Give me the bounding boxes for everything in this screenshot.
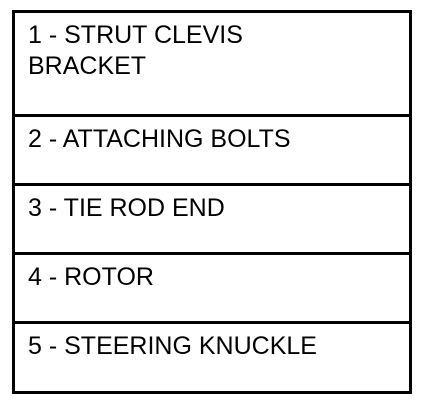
row-divider [15, 321, 409, 324]
legend-item-1-label-line-2: BRACKET [28, 52, 147, 80]
row-divider [15, 252, 409, 255]
parts-legend-table: 1 - STRUT CLEVIS BRACKET 2 - ATTACHING B… [12, 10, 412, 394]
legend-row-5: 5 - STEERING KNUCKLE [15, 324, 409, 391]
legend-row-2: 2 - ATTACHING BOLTS [15, 117, 409, 183]
row-divider [15, 114, 409, 117]
legend-item-1-label-line-1: 1 - STRUT CLEVIS [28, 21, 243, 49]
legend-item-4-label: 4 - ROTOR [28, 263, 154, 291]
legend-item-3-label: 3 - TIE ROD END [28, 194, 225, 222]
legend-row-4: 4 - ROTOR [15, 255, 409, 321]
legend-item-2-label: 2 - ATTACHING BOLTS [28, 125, 291, 153]
legend-row-3: 3 - TIE ROD END [15, 186, 409, 252]
legend-row-1: 1 - STRUT CLEVIS BRACKET [15, 13, 409, 114]
legend-item-5-label: 5 - STEERING KNUCKLE [28, 332, 317, 360]
row-divider [15, 183, 409, 186]
